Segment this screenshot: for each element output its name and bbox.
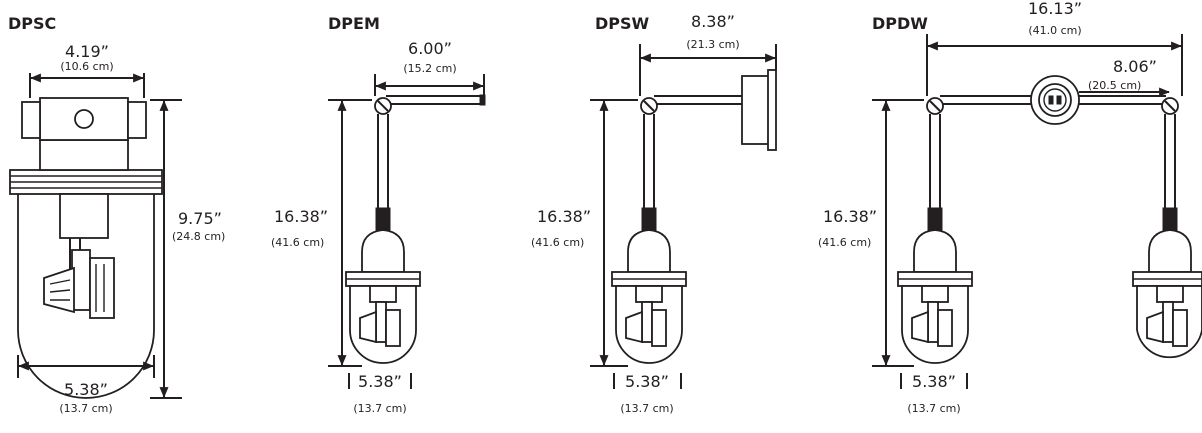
dpsc-bottom-inches: 5.38” (64, 380, 108, 399)
dpem-drawing: DPEM 6.00” (15.2 cm (271, 14, 486, 415)
dpsc-bottom-dimension: 5.38” (13.7 cm) (17, 355, 155, 415)
dpdw-title: DPDW (872, 14, 928, 33)
dpem-top-cm: (15.2 cm) (403, 62, 456, 75)
dpdw-mid-inches: 8.06” (1113, 57, 1157, 76)
dpdw-bottom-dimension: 5.38” (13.7 cm) (900, 372, 968, 415)
dpem-bottom-cm: (13.7 cm) (353, 402, 406, 415)
dpdw-side-dimension: 16.38” (41.6 cm) (818, 99, 924, 367)
dpem-side-inches: 16.38” (274, 207, 328, 226)
dpdw-top-inches: 16.13” (1028, 0, 1082, 18)
dpem-top-dimension: 6.00” (15.2 cm) (374, 39, 485, 96)
dpem-title: DPEM (328, 14, 380, 33)
dpdw-bottom-inches: 5.38” (912, 372, 956, 391)
dpdw-top-cm: (41.0 cm) (1028, 24, 1081, 37)
dpsw-side-dimension: 16.38” (41.6 cm) (531, 99, 638, 367)
dpdw-side-cm: (41.6 cm) (818, 236, 871, 249)
dpsc-top-dimension: 4.19” (10.6 cm) (29, 42, 145, 98)
dpdw-mid-cm: (20.5 cm) (1088, 79, 1141, 92)
dpdw-side-inches: 16.38” (823, 207, 877, 226)
dpsc-top-cm: (10.6 cm) (60, 60, 113, 73)
dpem-top-inches: 6.00” (408, 39, 452, 58)
dpsw-bottom-dimension: 5.38” (13.7 cm) (613, 372, 682, 415)
dpdw-top-dimension: 16.13” (41.0 cm) (926, 0, 1183, 96)
dpsw-bottom-cm: (13.7 cm) (620, 402, 673, 415)
dpsc-fixture (9, 97, 163, 399)
dpsc-title: DPSC (8, 14, 56, 33)
dpsw-fixture (611, 69, 777, 364)
dpem-fixture (345, 94, 486, 364)
dpdw-fixture (897, 75, 1202, 364)
dpsw-bottom-inches: 5.38” (625, 372, 669, 391)
dpsc-side-cm: (24.8 cm) (172, 230, 225, 243)
dpsw-drawing: DPSW 8.38” (21.3 cm) (531, 12, 777, 415)
dpem-bottom-inches: 5.38” (358, 372, 402, 391)
dpem-side-dimension: 16.38” (41.6 cm) (271, 99, 372, 367)
dpem-side-cm: (41.6 cm) (271, 236, 324, 249)
dpsc-side-inches: 9.75” (178, 209, 222, 228)
dpsc-side-dimension: 9.75” (24.8 cm) (150, 99, 225, 399)
dpsw-side-cm: (41.6 cm) (531, 236, 584, 249)
dpsc-drawing: DPSC (8, 14, 225, 415)
dpsc-top-inches: 4.19” (65, 42, 109, 61)
dpem-bottom-dimension: 5.38” (13.7 cm) (348, 372, 412, 415)
dpsw-top-inches: 8.38” (691, 12, 735, 31)
dpsw-top-dimension: 8.38” (21.3 cm) (639, 12, 777, 96)
dpdw-drawing: DPDW (818, 0, 1202, 415)
dpsw-top-cm: (21.3 cm) (686, 38, 739, 51)
dpsw-side-inches: 16.38” (537, 207, 591, 226)
dpsc-bottom-cm: (13.7 cm) (59, 402, 112, 415)
dpsw-title: DPSW (595, 14, 650, 33)
dpdw-mid-dimension: 8.06” (20.5 cm) (1079, 57, 1170, 97)
dpdw-bottom-cm: (13.7 cm) (907, 402, 960, 415)
